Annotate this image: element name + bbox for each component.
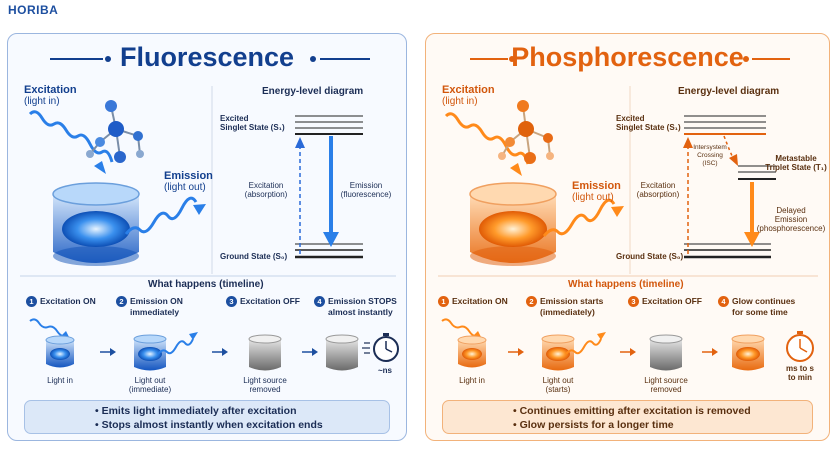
step2-cuvette bbox=[133, 332, 198, 371]
step1-cuvette bbox=[441, 318, 487, 368]
phosphorescence-arrowhead bbox=[744, 232, 760, 247]
step3-cuvette bbox=[248, 334, 282, 371]
step2-cuvette bbox=[541, 332, 606, 371]
ground-state-label: Ground State (S₀) bbox=[616, 252, 684, 261]
step1-cuvette bbox=[29, 318, 75, 368]
fluorescence-summary: • Emits light immediately after excitati… bbox=[24, 400, 390, 434]
timer-label: ~ns bbox=[378, 366, 393, 375]
excitation-arrowhead bbox=[94, 161, 106, 174]
triplet-levels bbox=[738, 165, 776, 180]
phosphorescence-summary: • Continues emitting after excitation is… bbox=[442, 400, 813, 434]
step4-cuvette bbox=[731, 334, 765, 371]
timeline-arrow-1 bbox=[508, 348, 524, 356]
step-1-caption: Light in bbox=[459, 376, 485, 385]
step-1-caption: Light in bbox=[47, 376, 73, 385]
timeline-title: What happens (timeline) bbox=[568, 279, 684, 290]
phosphorescence-panel: Phosphorescence Excitation (light in) Em… bbox=[425, 33, 830, 441]
excited-singlet-levels bbox=[295, 115, 363, 135]
molecule-icon bbox=[86, 100, 144, 163]
isc-arrowhead bbox=[729, 154, 738, 166]
sample-cuvette bbox=[469, 182, 557, 266]
timeline-arrow-3 bbox=[302, 348, 318, 356]
stopwatch-icon bbox=[362, 333, 399, 362]
timeline-arrow-2 bbox=[620, 348, 636, 356]
fluorescence-graphics bbox=[20, 56, 399, 371]
delayed-emission-label: Delayed Emission (phosphorescence) bbox=[756, 206, 826, 233]
timeline-title: What happens (timeline) bbox=[148, 279, 264, 290]
triplet-state-label: Metastable Triplet State (T₁) bbox=[765, 154, 827, 172]
sample-cuvette bbox=[52, 182, 140, 266]
absorption-arrowhead bbox=[683, 137, 693, 148]
phosphorescence-title: Phosphorescence bbox=[511, 42, 744, 72]
clock-icon bbox=[786, 331, 814, 362]
timeline-arrow-1 bbox=[100, 348, 116, 356]
excitation-arrowhead bbox=[510, 163, 522, 176]
excited-state-label: Excited Singlet State (S₁) bbox=[220, 114, 285, 132]
absorption-label: Excitation (absorption) bbox=[636, 181, 680, 199]
excitation-wave bbox=[444, 112, 530, 165]
fluorescence-panel: Fluorescence Excitation (light in) Emiss… bbox=[7, 33, 407, 441]
ground-state-levels bbox=[684, 243, 771, 259]
fluorescence-emission-label: Emission (fluorescence) bbox=[340, 181, 392, 199]
emission-wave bbox=[542, 198, 616, 237]
step4-cuvette bbox=[325, 334, 359, 371]
emission-label: Emission (light out) bbox=[164, 170, 213, 193]
ground-state-label: Ground State (S₀) bbox=[220, 252, 288, 261]
emission-wave bbox=[124, 196, 198, 235]
absorption-arrowhead bbox=[295, 137, 305, 148]
fluorescence-title: Fluorescence bbox=[119, 42, 295, 72]
step-2-caption: Light out(immediate) bbox=[128, 376, 172, 394]
energy-diagram-title: Energy-level diagram bbox=[678, 86, 780, 97]
horiba-logo: HORIBA bbox=[8, 3, 59, 17]
excited-singlet-levels bbox=[684, 115, 766, 135]
title-dot-left bbox=[105, 56, 111, 62]
energy-diagram-title: Energy-level diagram bbox=[262, 86, 364, 97]
ground-state-levels bbox=[295, 243, 363, 259]
title-dot-left bbox=[509, 56, 515, 62]
phosphorescence-graphics bbox=[438, 56, 818, 371]
isc-label: Intersystem Crossing (ISC) bbox=[693, 144, 727, 167]
emission-arrowhead bbox=[611, 206, 624, 217]
excited-state-label: Excited Singlet State (S₁) bbox=[616, 114, 681, 132]
emission-arrowhead bbox=[193, 204, 206, 215]
excitation-label: Excitation (light in) bbox=[442, 84, 495, 107]
title-dot-right bbox=[310, 56, 316, 62]
excitation-label: Excitation (light in) bbox=[24, 84, 77, 107]
step3-cuvette bbox=[649, 334, 683, 371]
excitation-wave bbox=[28, 110, 114, 163]
title-dot-right bbox=[743, 56, 749, 62]
absorption-label: Excitation (absorption) bbox=[244, 181, 288, 199]
emission-label: Emission (light out) bbox=[572, 180, 621, 203]
step-2-caption: Light out(starts) bbox=[542, 376, 574, 394]
timeline-arrow-3 bbox=[702, 348, 718, 356]
fluorescence-arrowhead bbox=[323, 232, 339, 247]
timeline-arrow-2 bbox=[212, 348, 228, 356]
molecule-icon bbox=[498, 100, 554, 164]
